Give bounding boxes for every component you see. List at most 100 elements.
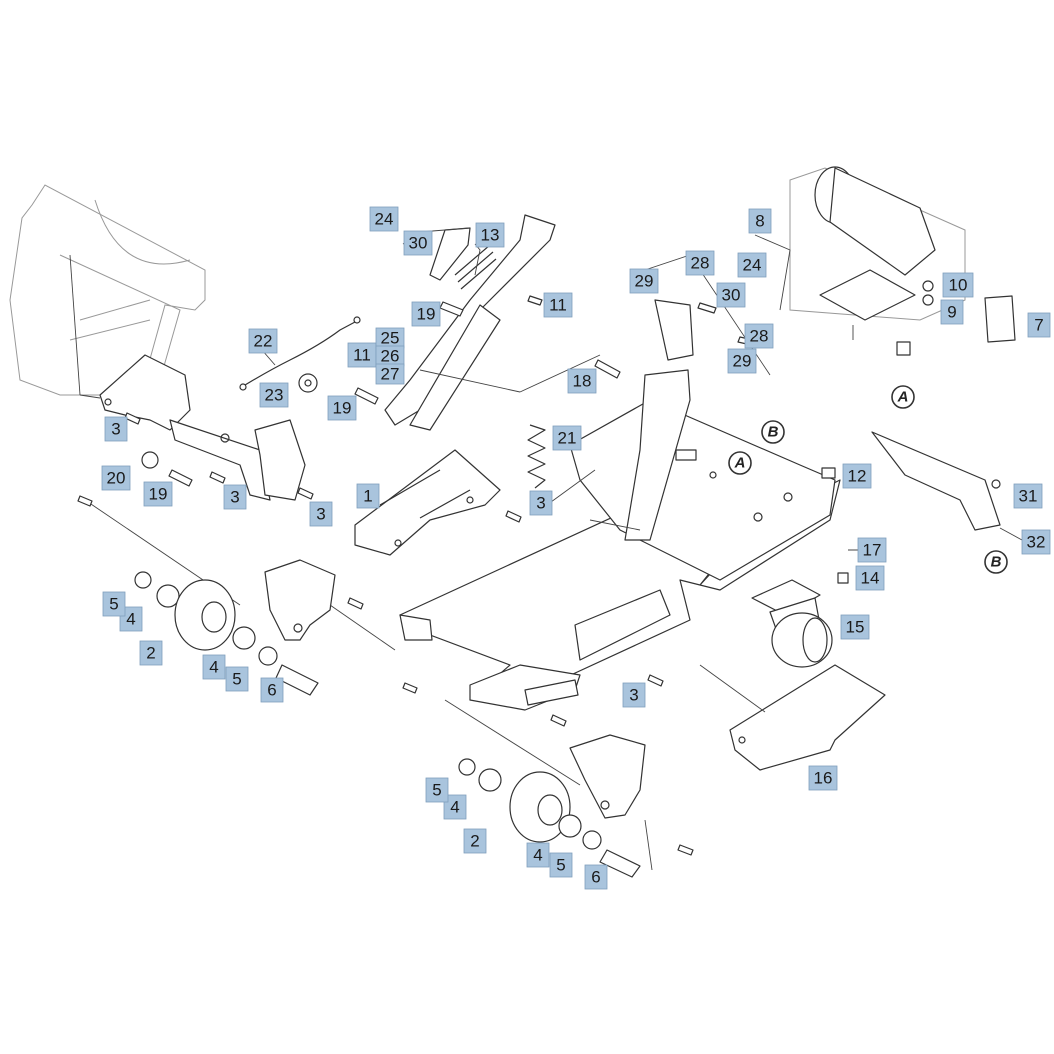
part-label-10[interactable]: 10 bbox=[942, 272, 974, 298]
svg-text:B: B bbox=[991, 554, 1002, 571]
part-label-9[interactable]: 9 bbox=[940, 299, 964, 325]
part-label-29[interactable]: 29 bbox=[629, 268, 659, 294]
svg-text:11: 11 bbox=[549, 296, 567, 315]
svg-text:19: 19 bbox=[333, 399, 352, 418]
housing-outline bbox=[9, 184, 206, 396]
part-label-19[interactable]: 19 bbox=[143, 481, 173, 507]
svg-text:23: 23 bbox=[265, 386, 284, 405]
part-label-5[interactable]: 5 bbox=[102, 591, 126, 617]
svg-text:19: 19 bbox=[417, 305, 436, 324]
svg-text:5: 5 bbox=[232, 670, 241, 689]
part-label-32[interactable]: 32 bbox=[1021, 529, 1051, 555]
part-label-30[interactable]: 30 bbox=[403, 230, 433, 256]
marker-a-pump: A bbox=[891, 385, 915, 409]
part-label-1[interactable]: 1 bbox=[356, 483, 380, 509]
svg-text:4: 4 bbox=[126, 610, 135, 629]
part-label-11[interactable]: 11 bbox=[543, 292, 573, 318]
left-bracket-assembly bbox=[69, 254, 306, 501]
part-label-29[interactable]: 29 bbox=[727, 348, 757, 374]
part-label-24[interactable]: 24 bbox=[737, 252, 767, 278]
part-label-3[interactable]: 3 bbox=[309, 501, 333, 527]
svg-text:5: 5 bbox=[556, 856, 565, 875]
part-label-24[interactable]: 24 bbox=[369, 206, 399, 232]
svg-text:30: 30 bbox=[409, 234, 428, 253]
part-label-28[interactable]: 28 bbox=[744, 323, 774, 349]
part-label-18[interactable]: 18 bbox=[567, 368, 597, 394]
caster-wheel bbox=[751, 579, 833, 668]
svg-text:A: A bbox=[897, 389, 909, 406]
svg-text:2: 2 bbox=[146, 644, 155, 663]
part-label-14[interactable]: 14 bbox=[855, 565, 885, 591]
svg-text:3: 3 bbox=[629, 686, 638, 705]
svg-text:3: 3 bbox=[111, 420, 120, 439]
part-label-23[interactable]: 23 bbox=[259, 382, 289, 408]
part-label-27[interactable]: 27 bbox=[375, 363, 405, 385]
svg-text:28: 28 bbox=[750, 327, 769, 346]
part-label-12[interactable]: 12 bbox=[842, 463, 872, 489]
svg-text:3: 3 bbox=[536, 494, 545, 513]
svg-text:32: 32 bbox=[1027, 533, 1046, 552]
svg-text:B: B bbox=[768, 424, 779, 441]
marker-b-guard: B bbox=[984, 550, 1008, 574]
part-label-21[interactable]: 21 bbox=[552, 425, 582, 451]
svg-text:24: 24 bbox=[743, 256, 762, 275]
svg-text:5: 5 bbox=[109, 595, 118, 614]
part-label-19[interactable]: 19 bbox=[411, 301, 441, 327]
part-label-2[interactable]: 2 bbox=[463, 828, 487, 854]
spring-21 bbox=[527, 424, 546, 489]
svg-text:25: 25 bbox=[381, 329, 400, 348]
svg-text:4: 4 bbox=[450, 798, 459, 817]
lever-arm-assembly bbox=[384, 214, 621, 431]
svg-text:29: 29 bbox=[635, 272, 654, 291]
guard-plate bbox=[871, 431, 1001, 531]
part-label-8[interactable]: 8 bbox=[748, 208, 772, 234]
svg-text:9: 9 bbox=[947, 303, 956, 322]
part-label-2[interactable]: 2 bbox=[139, 640, 163, 666]
part-label-3[interactable]: 3 bbox=[622, 682, 646, 708]
svg-text:5: 5 bbox=[432, 781, 441, 800]
part-label-28[interactable]: 28 bbox=[685, 250, 715, 276]
part-label-15[interactable]: 15 bbox=[840, 614, 870, 640]
svg-text:11: 11 bbox=[353, 346, 371, 365]
svg-text:29: 29 bbox=[733, 352, 752, 371]
svg-text:2: 2 bbox=[470, 832, 479, 851]
svg-text:13: 13 bbox=[481, 226, 500, 245]
part-label-13[interactable]: 13 bbox=[475, 222, 505, 248]
part-label-26[interactable]: 26 bbox=[375, 345, 405, 367]
svg-text:12: 12 bbox=[848, 467, 867, 486]
part-label-3[interactable]: 3 bbox=[529, 490, 553, 516]
svg-text:21: 21 bbox=[558, 429, 577, 448]
part-label-17[interactable]: 17 bbox=[857, 537, 887, 563]
part-label-5[interactable]: 5 bbox=[549, 852, 573, 878]
part-label-25[interactable]: 25 bbox=[375, 327, 405, 349]
part-label-22[interactable]: 22 bbox=[248, 328, 278, 354]
part-label-4[interactable]: 4 bbox=[443, 794, 467, 820]
part-label-6[interactable]: 6 bbox=[260, 677, 284, 703]
svg-text:6: 6 bbox=[267, 681, 276, 700]
svg-text:8: 8 bbox=[755, 212, 764, 231]
svg-text:1: 1 bbox=[363, 487, 372, 506]
part-label-5[interactable]: 5 bbox=[425, 777, 449, 803]
part-label-19[interactable]: 19 bbox=[327, 395, 357, 421]
part-label-16[interactable]: 16 bbox=[808, 765, 838, 791]
svg-text:22: 22 bbox=[254, 332, 273, 351]
part-label-11[interactable]: 11 bbox=[347, 342, 377, 368]
part-label-3[interactable]: 3 bbox=[223, 484, 247, 510]
svg-text:6: 6 bbox=[591, 868, 600, 887]
part-label-4[interactable]: 4 bbox=[119, 606, 143, 632]
marker-b-chassis: B bbox=[761, 420, 785, 444]
part-label-4[interactable]: 4 bbox=[526, 842, 550, 868]
part-label-6[interactable]: 6 bbox=[584, 864, 608, 890]
svg-text:3: 3 bbox=[316, 505, 325, 524]
marker-a-chassis: A bbox=[728, 451, 752, 475]
cable-assembly bbox=[239, 316, 379, 405]
part-label-5[interactable]: 5 bbox=[225, 666, 249, 692]
svg-text:26: 26 bbox=[381, 347, 400, 366]
part-label-3[interactable]: 3 bbox=[104, 416, 128, 442]
part-label-31[interactable]: 31 bbox=[1013, 483, 1043, 509]
part-label-4[interactable]: 4 bbox=[202, 654, 226, 680]
part-label-30[interactable]: 30 bbox=[716, 282, 746, 308]
part-label-7[interactable]: 7 bbox=[1027, 312, 1051, 338]
part-label-20[interactable]: 20 bbox=[101, 465, 131, 491]
